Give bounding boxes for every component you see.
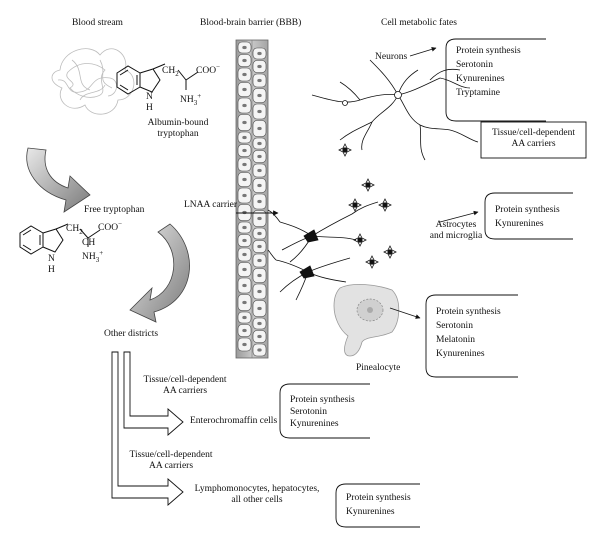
header-bbb: Blood-brain barrier (BBB) [200, 18, 302, 28]
free-coo-group: COO− [98, 220, 123, 234]
albumin-protein-icon [51, 48, 135, 115]
astrocyte-cell [378, 198, 392, 212]
bbb-cell-nucleus [242, 238, 247, 243]
ch2-group: CH2 [162, 66, 179, 78]
astrocyte-cell [361, 178, 375, 192]
bbb-cell-nucleus [257, 93, 262, 98]
fate-brackets [279, 38, 573, 528]
bbb-cell-nucleus [257, 64, 262, 69]
bbb-cell-nucleus [242, 342, 247, 347]
bbb-cell-nucleus [242, 135, 247, 140]
other-districts-arrows [111, 351, 184, 506]
bbb-cell-nucleus [242, 283, 247, 288]
bbb-cell-nucleus [242, 72, 247, 77]
bbb-cell-nucleus [242, 148, 247, 153]
bbb-cell-nucleus [257, 109, 262, 114]
bbb-cell-nucleus [257, 78, 262, 83]
bbb-cell-layer [235, 39, 269, 359]
astrocyte-cell [383, 245, 397, 259]
neurons-fates-list: Protein synthesis Serotonin Kynurenines … [456, 46, 521, 98]
bbb-cell-nucleus [242, 267, 247, 272]
bbb-cell-nucleus [257, 141, 262, 146]
bbb-cell-nucleus [257, 348, 262, 352]
distribution-curved-arrow [129, 223, 190, 323]
pinealocyte-icon [333, 284, 400, 357]
tissue-carriers-box [480, 121, 587, 159]
bbb-cell-nucleus [242, 300, 247, 305]
tryptophan-structure-free [19, 223, 101, 255]
free-nh3-group: NH3+ [82, 249, 104, 265]
bbb-cell-nucleus [257, 334, 262, 339]
bbb-cell-nucleus [257, 216, 262, 221]
microglia-cells-icon [267, 201, 379, 301]
pinealocyte-label: Pinealocyte [356, 363, 401, 373]
bbb-cell-nucleus [257, 244, 262, 249]
bbb-cell-nucleus [242, 252, 247, 257]
free-ch2-group: CH2 [66, 224, 83, 236]
bbb-cell-nucleus [257, 289, 262, 294]
free-tryptophan-label: Free tryptophan [84, 205, 145, 215]
bbb-cell-nucleus [242, 225, 247, 230]
astrocyte-cell [338, 143, 352, 157]
astrocyte-cells-icon [338, 143, 397, 269]
neuron-cells-icon [311, 59, 479, 161]
bbb-cell-nucleus [257, 321, 262, 326]
bbb-cell-nucleus [257, 183, 262, 188]
astrocyte-cell [353, 233, 367, 247]
bbb-cell-nucleus [242, 315, 247, 320]
entero-fates-list: Protein synthesis Serotonin Kynurenines [290, 395, 355, 429]
bbb-cell-nucleus [242, 328, 247, 333]
tryptophan-structure-bound [116, 63, 199, 95]
bbb-cell-nucleus [242, 177, 247, 182]
bbb-cell-nucleus [242, 210, 247, 215]
bbb-cell-nucleus [242, 120, 247, 125]
neurons-label: Neurons [375, 52, 408, 62]
header-cell-fates: Cell metabolic fates [381, 18, 457, 28]
lymphomonocytes-label: Lymphomonocytes, hepatocytes,all other c… [194, 484, 320, 505]
pineal-fates-list: Protein synthesis Serotonin Melatonin Ky… [436, 307, 501, 359]
bbb-cell-nucleus [257, 231, 262, 236]
astrocyte-cell [348, 198, 362, 212]
free-ch-group: CH [82, 238, 96, 248]
bbb-cell-nucleus [242, 45, 247, 50]
bbb-cell-nucleus [257, 273, 262, 278]
fate-pointer-arrows [389, 46, 479, 319]
bbb-cell-nucleus [242, 87, 247, 92]
lnaa-carrier-label: LNAA carrier [184, 200, 238, 210]
astrocyte-cell [365, 255, 379, 269]
bbb-cell-nucleus [242, 193, 247, 198]
bbb-cell-nucleus [257, 199, 262, 204]
bbb-cell-nucleus [257, 154, 262, 159]
bbb-cell-nucleus [242, 103, 247, 108]
bbb-cell-nucleus [257, 306, 262, 311]
lympho-fates-list: Protein synthesis Kynurenines [346, 493, 411, 517]
bbb-cell-nucleus [242, 162, 247, 167]
release-curved-arrow [26, 147, 91, 213]
other-districts-label: Other districts [104, 329, 159, 339]
bbb-cell-nucleus [257, 126, 262, 131]
nh3-group: NH3+ [180, 92, 202, 108]
astro-fates-list: Protein synthesis Kynurenines [495, 205, 560, 229]
header-blood-stream: Blood stream [72, 18, 123, 28]
bbb-cell-nucleus [257, 51, 262, 56]
bbb-cell-nucleus [257, 168, 262, 173]
coo-group: COO− [196, 63, 221, 77]
bbb-cell-nucleus [242, 58, 247, 63]
enterochromaffin-label: Enterochromaffin cells [190, 416, 278, 426]
bbb-cell-nucleus [257, 258, 262, 263]
